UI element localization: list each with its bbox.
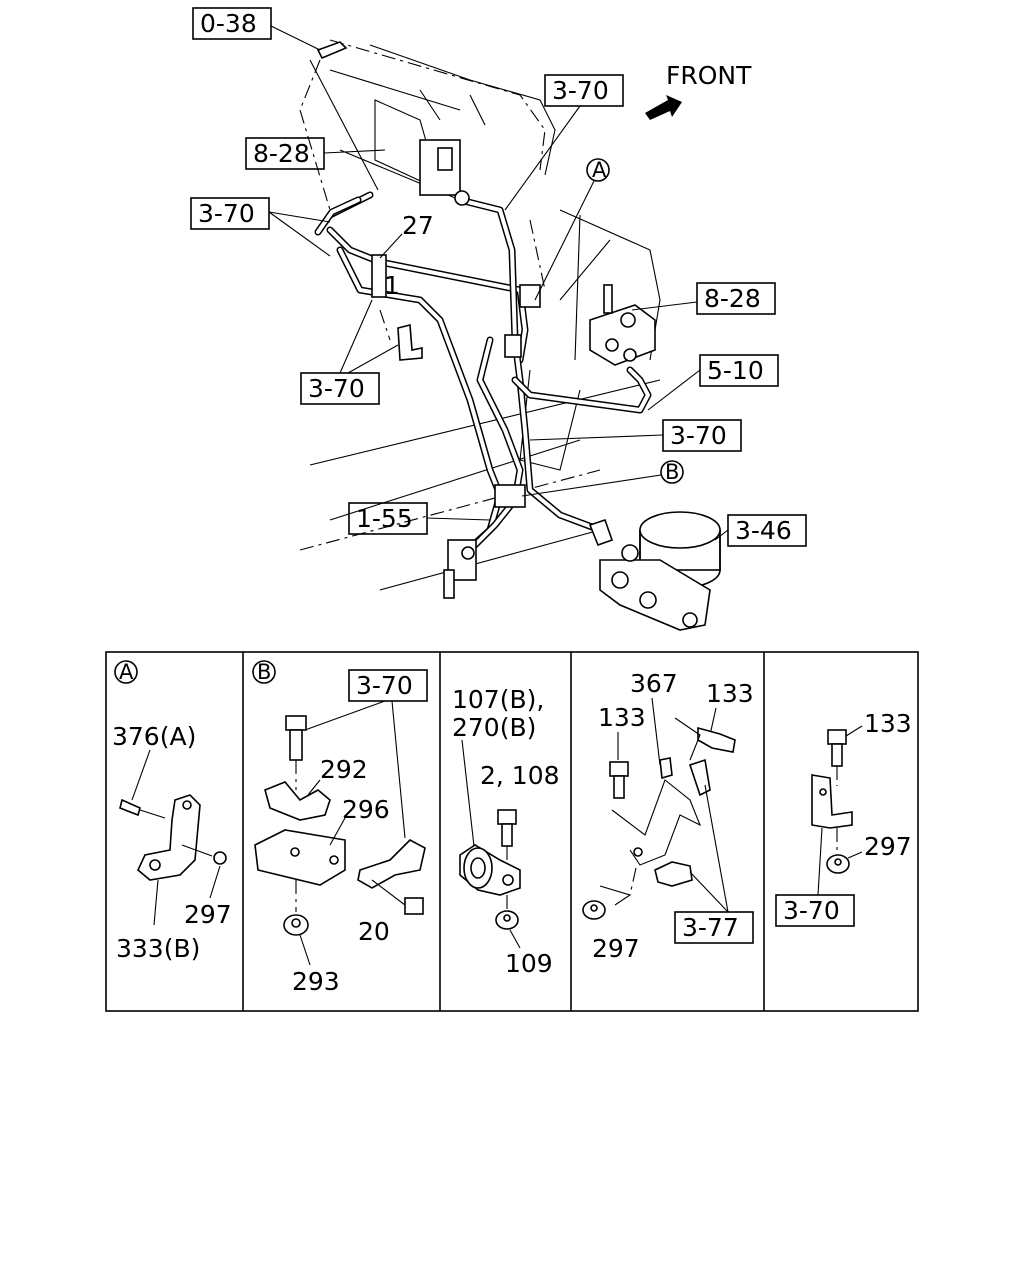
detail-e-nut-label: 297: [864, 832, 912, 861]
marker-a-main: A: [534, 158, 610, 301]
svg-text:8-28: 8-28: [704, 284, 761, 313]
svg-text:1-55: 1-55: [356, 504, 413, 533]
callout-3-70-left: 3-70: [190, 197, 331, 257]
svg-text:3-46: 3-46: [735, 516, 792, 545]
front-arrow: FRONT: [645, 61, 752, 120]
callout-3-46: 3-46: [714, 514, 807, 547]
detail-a-bolt-label: 376(A): [112, 722, 196, 751]
callout-8-28-right: 8-28: [631, 282, 776, 315]
svg-text:27: 27: [402, 211, 434, 240]
detail-b-bolt-label: 20: [358, 917, 390, 946]
detail-b-clip-label: 292: [320, 755, 368, 784]
front-label: FRONT: [666, 61, 752, 90]
tee-fitting: [504, 284, 541, 358]
detail-panel: [105, 651, 919, 1012]
svg-text:1: 1: [384, 271, 400, 300]
detail-e-bolt-label: 133: [864, 709, 912, 738]
svg-text:3-70: 3-70: [552, 76, 609, 105]
callout-1: 1: [384, 271, 400, 300]
svg-text:8-28: 8-28: [253, 139, 310, 168]
detail-d-bracket-label: 367: [630, 669, 678, 698]
valve-1-55: [443, 539, 477, 599]
air-piping: [314, 191, 652, 552]
detail-b-bracket-label: 296: [342, 795, 390, 824]
junction-b: [494, 484, 526, 508]
svg-text:0-38: 0-38: [200, 9, 257, 38]
callout-3-70-topcenter: 3-70: [504, 74, 624, 211]
svg-text:5-10: 5-10: [707, 356, 764, 385]
detail-b-box-label: 3-70: [356, 671, 413, 700]
detail-a-nut-label: 297: [184, 900, 232, 929]
detail-c-bolt-label: 2, 108: [480, 761, 560, 790]
detail-b-marker: B: [257, 660, 271, 684]
detail-c-line2: 270(B): [452, 713, 536, 742]
svg-text:3-70: 3-70: [198, 199, 255, 228]
marker-a-text: A: [592, 158, 607, 182]
detail-d-nut-label: 297: [592, 934, 640, 963]
detail-d: 367 133 133 297 3-77: [582, 669, 754, 963]
svg-text:3-70: 3-70: [308, 374, 365, 403]
valve-block-right: [589, 284, 656, 366]
callout-1-55: 1-55: [348, 502, 491, 535]
detail-c-nut-label: 109: [505, 949, 553, 978]
marker-b-main: B: [521, 460, 684, 497]
detail-a-marker: A: [119, 660, 134, 684]
svg-text:3-70: 3-70: [670, 421, 727, 450]
detail-e: 133 297 3-70: [775, 709, 912, 927]
callout-3-70-right: 3-70: [529, 419, 742, 452]
detail-a-bracket-label: 333(B): [116, 934, 200, 963]
callout-8-28-top: 8-28: [245, 137, 386, 170]
detail-d-bolt-left-label: 133: [598, 703, 646, 732]
detail-b-nut-label: 293: [292, 967, 340, 996]
air-dryer-3-46: [588, 511, 721, 631]
callout-27: 27: [379, 211, 434, 259]
valve-block-top: [419, 139, 470, 206]
detail-e-box-label: 3-70: [783, 896, 840, 925]
marker-b-text: B: [665, 460, 679, 484]
detail-d-bolt-right-label: 133: [706, 679, 754, 708]
detail-a: A 376(A) 333(B) 297: [112, 660, 232, 963]
connector-0-38: [316, 41, 348, 60]
bracket-lower-left: [397, 323, 423, 361]
clip-27: [371, 254, 387, 298]
callout-3-70-lowleft: 3-70: [300, 299, 399, 405]
callout-5-10: 5-10: [647, 354, 779, 411]
detail-c: 107(B), 270(B) 2, 108 109: [452, 685, 560, 978]
detail-d-box-label: 3-77: [682, 913, 739, 942]
detail-c-line1: 107(B),: [452, 685, 544, 714]
callout-0-38: 0-38: [192, 7, 379, 191]
detail-b: B 3-70 292 296 20 293: [252, 660, 428, 996]
